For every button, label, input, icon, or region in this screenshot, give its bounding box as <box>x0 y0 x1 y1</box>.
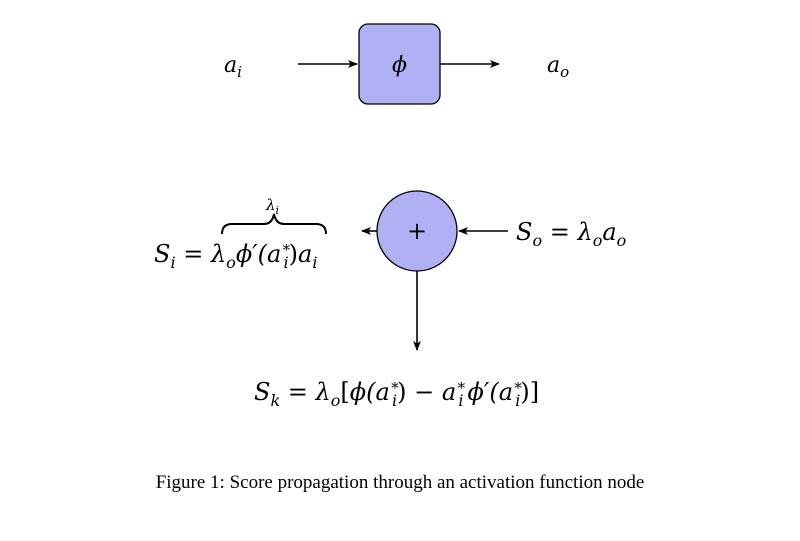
lambda-i-overbrace <box>221 213 327 235</box>
input-score-equation: Si = λoϕ′(a∗i)ai <box>154 238 317 272</box>
activation-function-symbol: ϕ <box>392 53 407 78</box>
figure-caption: Figure 1: Score propagation through an a… <box>155 472 645 493</box>
input-activation-label: ai <box>224 53 242 81</box>
output-activation-label: ao <box>547 53 569 81</box>
summation-symbol: + <box>407 217 427 245</box>
incoming-score-equation: So = λoao <box>516 218 626 250</box>
lambda-i-brace-label: λi <box>265 196 279 217</box>
